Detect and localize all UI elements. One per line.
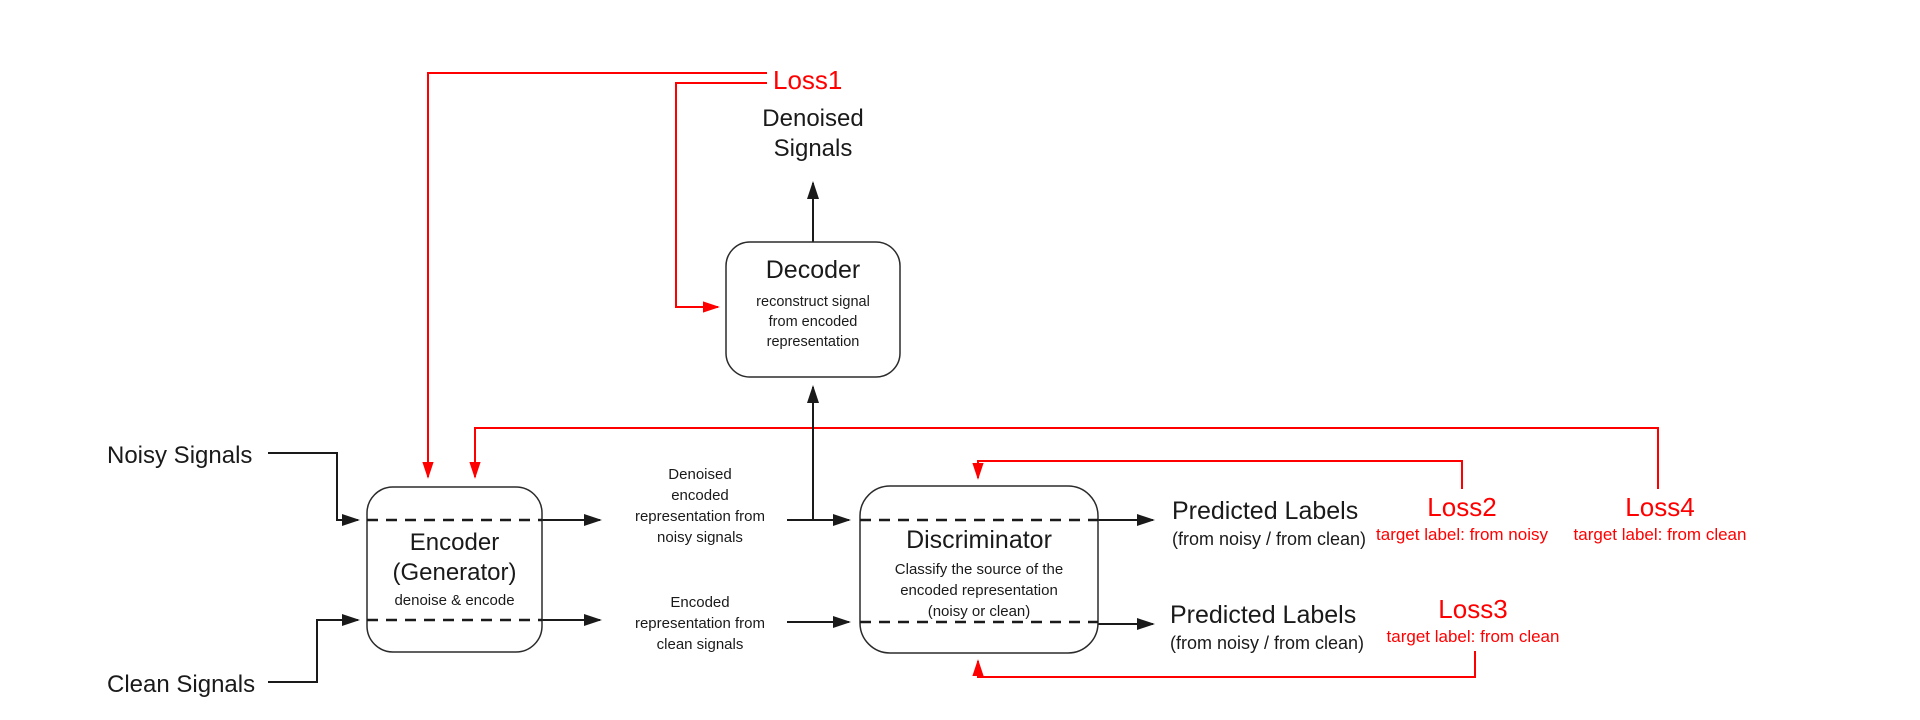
loss4-to-encoder-wire [469,427,1659,489]
denoised-representation-annotation: Denoised encoded representation from noi… [634,466,766,546]
encoder-title: Encoder [409,529,500,556]
loss1-to-encoder-wire [422,72,767,479]
loss4-label-block: Loss4 target label: from clean [1560,493,1760,544]
loss3-label-block: Loss3 target label: from clean [1373,595,1573,646]
predicted-labels-top: Predicted Labels (from noisy / from clea… [1172,497,1367,549]
clean-signals-label: Clean Signals [107,671,256,698]
predicted-labels-bottom: Predicted Labels (from noisy / from clea… [1170,601,1365,653]
loss3-to-discriminator-wire [972,651,1476,678]
loss2-label-block: Loss2 target label: from noisy [1362,493,1562,544]
discriminator-label-block: Discriminator Classify the source of the… [860,524,1098,622]
encoder-subtitle: denoise & encode [394,592,515,609]
decoder-title: Decoder [765,256,861,284]
loss1-to-decoder-wire [675,82,767,313]
loss1-label: Loss1 [773,65,843,95]
loss2-to-discriminator-wire [972,460,1463,489]
loss4-target-label: target label: from clean [1573,525,1747,544]
clean-input-wire [268,614,360,683]
loss2-target-label: target label: from noisy [1376,525,1548,544]
encoder-label-block: Encoder (Generator) denoise & encode [367,528,542,611]
noisy-input-wire [268,452,360,526]
encoder-box [366,486,543,653]
discriminator-title: Discriminator [906,526,1052,554]
loss2-label: Loss2 [1427,492,1497,522]
discriminator-box [859,485,1099,654]
encoded-representation-annotation: Encoded representation from clean signal… [634,594,766,653]
loss3-target-label: target label: from clean [1386,627,1560,646]
denoised-signals-label: Denoised Signals [762,105,864,162]
decoder-label-block: Decoder reconstruct signal from encoded … [726,254,900,352]
noisy-signals-label: Noisy Signals [107,442,253,469]
loss4-label: Loss4 [1625,492,1695,522]
decoder-box [725,241,901,378]
loss3-label: Loss3 [1438,594,1508,624]
